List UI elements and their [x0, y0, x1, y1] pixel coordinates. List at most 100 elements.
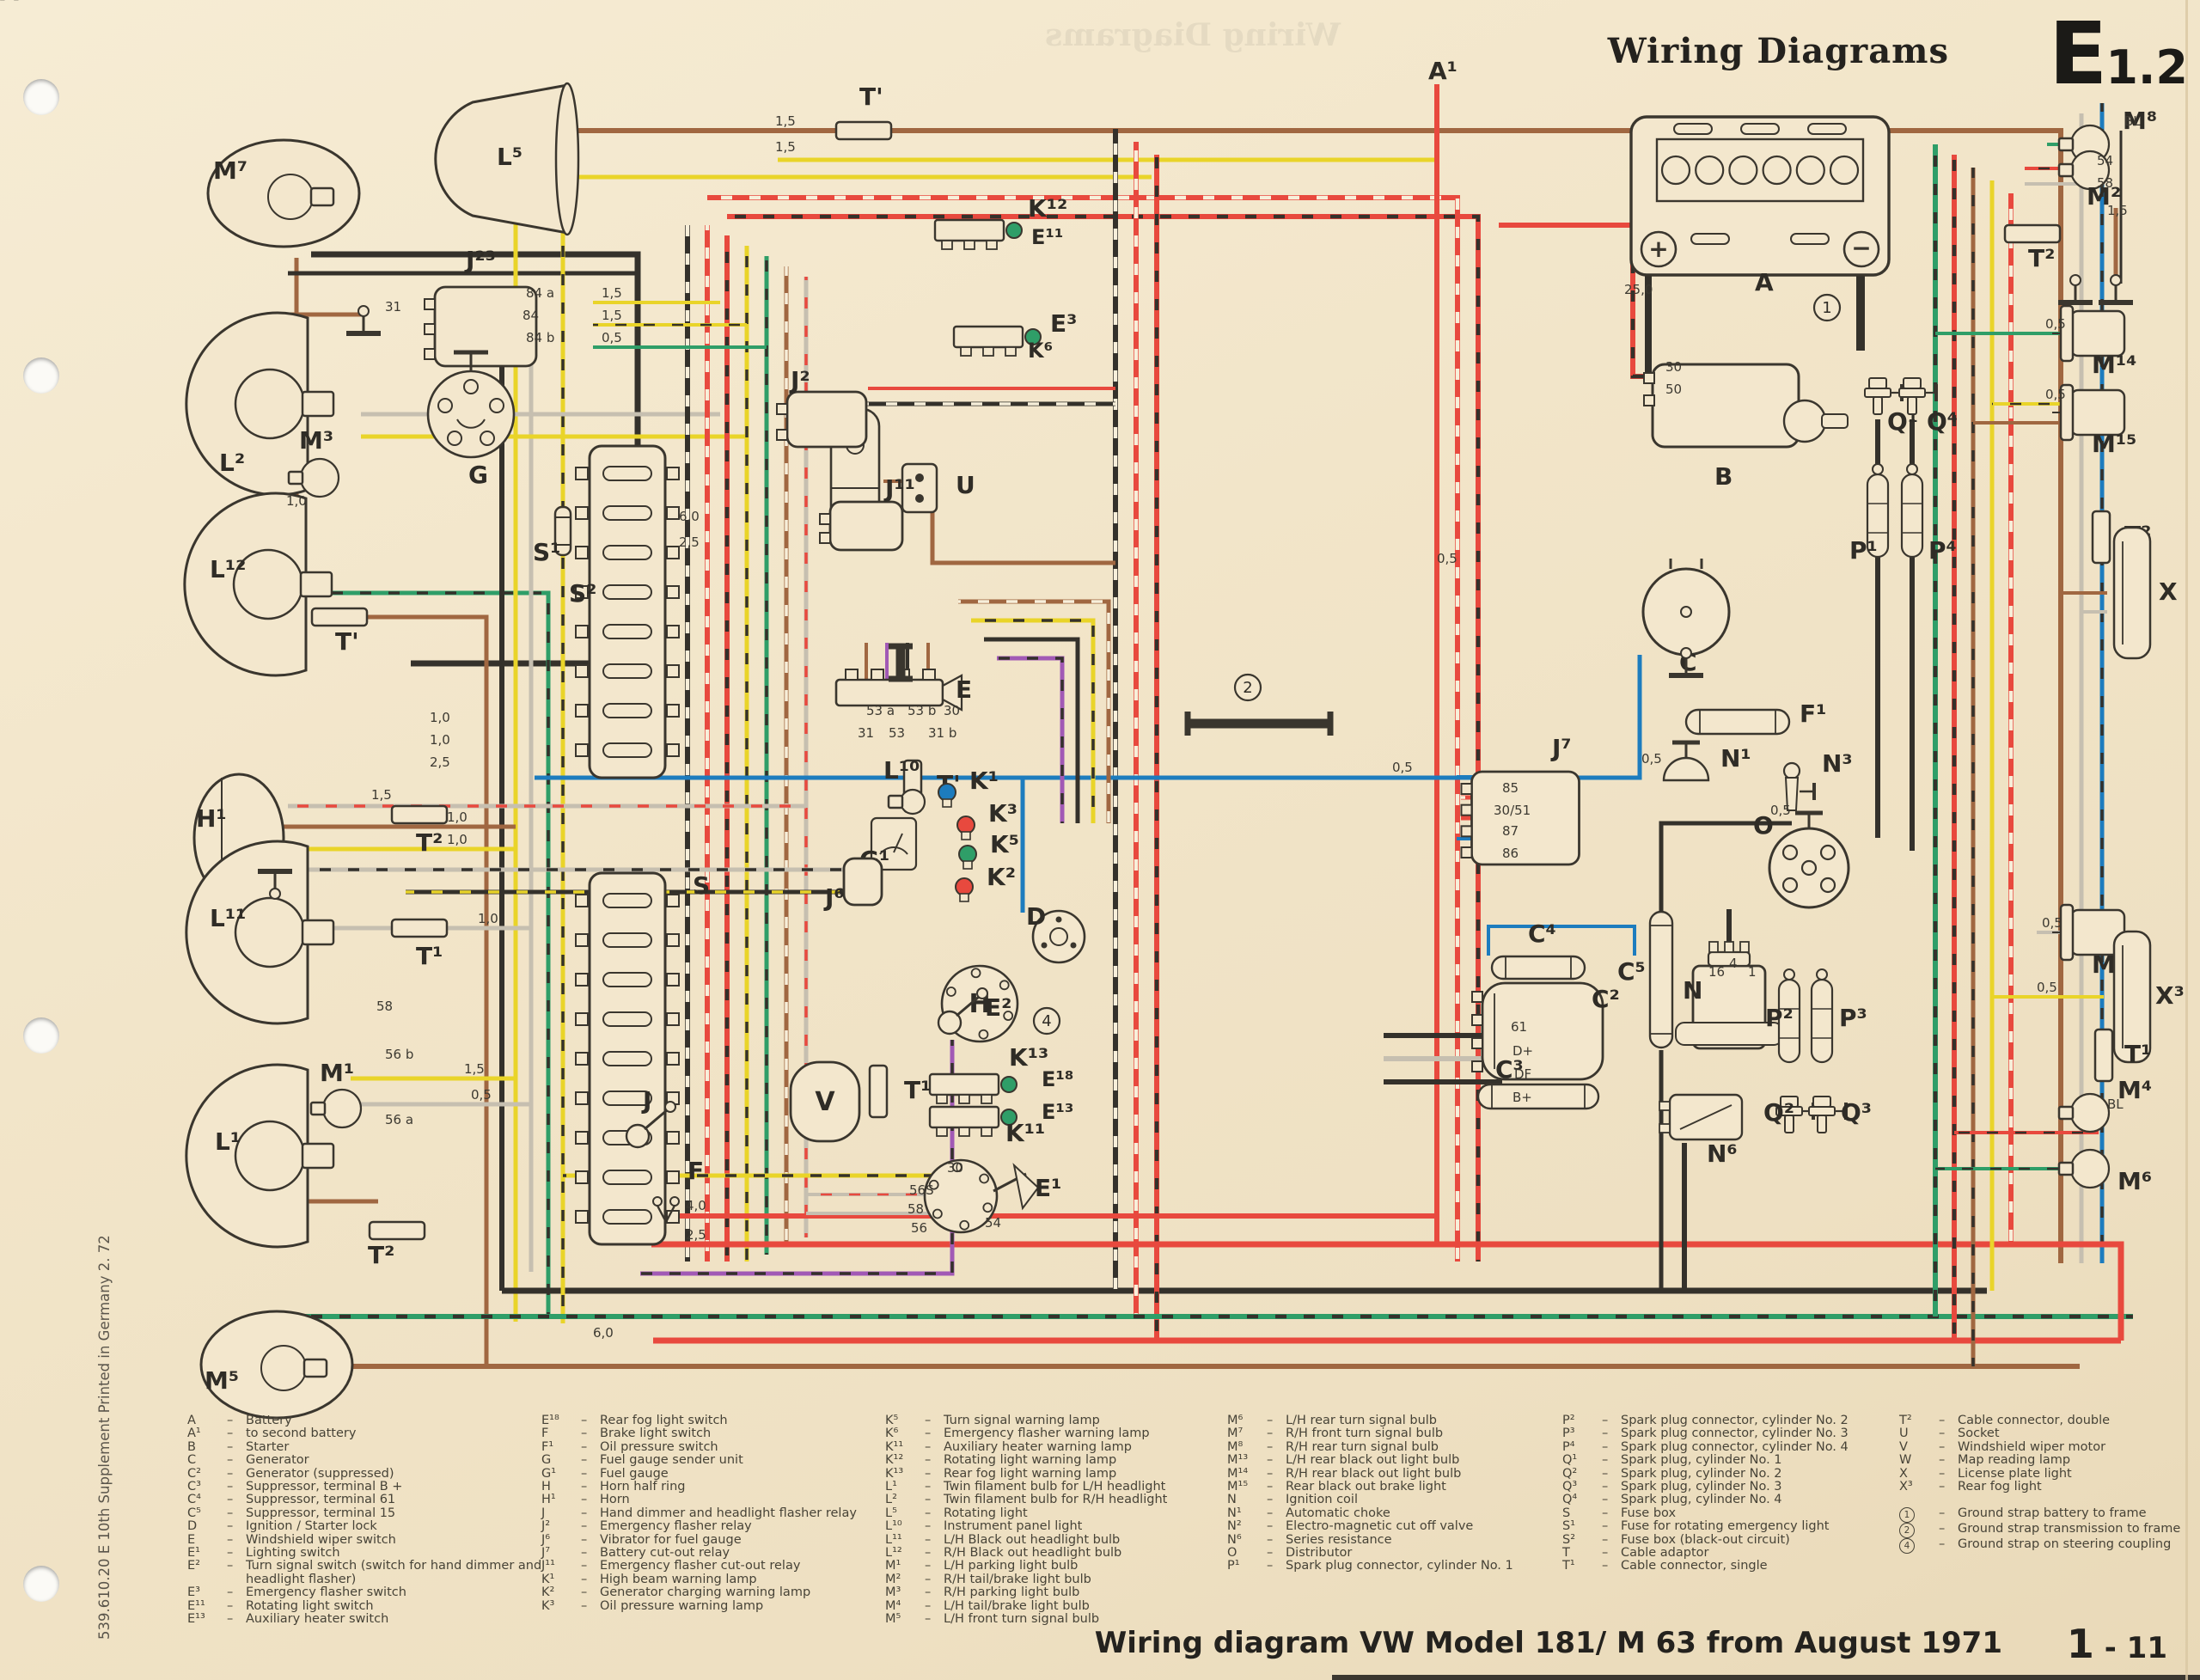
page-number: 1 - 11 — [2067, 1621, 2167, 1667]
svg-text:56 a: 56 a — [385, 1112, 413, 1127]
legend-entry: P²–Spark plug connector, cylinder No. 2 — [1562, 1414, 1849, 1427]
svg-text:56: 56 — [911, 1220, 927, 1236]
page-number-chapter: 1 — [2066, 1621, 2094, 1667]
legend-entry: N–Ignition coil — [1227, 1493, 1358, 1507]
page-title: Wiring Diagrams — [1607, 31, 1949, 71]
legend-entry: L¹²–R/H Black out headlight bulb — [885, 1546, 1122, 1561]
legend-entry: W–Map reading lamp — [1899, 1453, 2071, 1468]
legend-entry: J¹¹–Emergency flasher cut-out relay — [541, 1559, 801, 1573]
svg-text:N¹: N¹ — [1720, 744, 1751, 773]
svg-text:1,0: 1,0 — [447, 809, 468, 825]
svg-text:J⁶: J⁶ — [823, 883, 845, 912]
svg-text:L⁵: L⁵ — [497, 143, 522, 171]
svg-text:J¹¹: J¹¹ — [883, 474, 915, 503]
legend-entry: C⁴–Suppressor, terminal 61 — [187, 1493, 396, 1507]
legend-entry: J²–Emergency flasher relay — [541, 1519, 752, 1534]
svg-text:U: U — [956, 471, 975, 499]
legend-entry: N⁶–Series resistance — [1227, 1532, 1392, 1547]
legend-entry: P⁴–Spark plug connector, cylinder No. 4 — [1562, 1439, 1849, 1454]
legend-entry: K⁶–Emergency flasher warning lamp — [885, 1426, 1150, 1441]
svg-text:30/51: 30/51 — [1494, 803, 1531, 818]
legend-entry: F–Brake light switch — [541, 1426, 712, 1441]
svg-text:54: 54 — [2097, 153, 2113, 168]
svg-text:2: 2 — [1243, 679, 1252, 697]
legend-entry: T¹–Cable connector, single — [1562, 1559, 1768, 1573]
legend-entry: 1–Ground strap battery to frame — [1899, 1507, 2200, 1524]
legend-entry: G–Fuel gauge sender unit — [541, 1453, 743, 1468]
legend-entry: C³–Suppressor, terminal B + — [187, 1480, 403, 1494]
legend-entry: J–Hand dimmer and headlight flasher rela… — [541, 1506, 857, 1520]
svg-text:Q³: Q³ — [1841, 1098, 1872, 1127]
svg-text:1,5: 1,5 — [2107, 203, 2128, 218]
legend-entry: C–Generator — [187, 1453, 309, 1468]
svg-text:M⁷: M⁷ — [213, 156, 248, 185]
svg-text:1,0: 1,0 — [447, 832, 468, 847]
legend-entry: K¹²–Rotating light warning lamp — [885, 1453, 1117, 1468]
svg-text:T': T' — [335, 627, 359, 656]
print-reference-note: 539.610.20 E 10th Supplement Printed in … — [96, 1235, 113, 1640]
svg-text:C⁵: C⁵ — [1617, 957, 1646, 986]
svg-text:J⁷: J⁷ — [1550, 734, 1572, 762]
svg-text:0,5: 0,5 — [1392, 760, 1413, 775]
svg-text:P²: P² — [1765, 1004, 1794, 1032]
svg-text:0,5: 0,5 — [1437, 551, 1458, 566]
svg-text:61: 61 — [1511, 1019, 1527, 1035]
svg-text:6,0: 6,0 — [679, 509, 700, 524]
svg-text:A: A — [1755, 268, 1774, 296]
svg-text:E¹: E¹ — [1035, 1174, 1061, 1202]
svg-text:+: + — [1648, 235, 1668, 263]
svg-text:4: 4 — [1042, 1012, 1051, 1030]
svg-text:E¹⁸: E¹⁸ — [1042, 1067, 1073, 1091]
svg-text:K¹²: K¹² — [1028, 194, 1067, 223]
svg-text:M⁴: M⁴ — [2118, 1076, 2152, 1104]
svg-text:P⁴: P⁴ — [1928, 536, 1957, 565]
svg-text:1: 1 — [1748, 964, 1757, 980]
svg-text:A¹: A¹ — [1428, 57, 1458, 85]
svg-text:2,5: 2,5 — [679, 535, 700, 550]
svg-text:K³: K³ — [988, 799, 1018, 828]
svg-text:58: 58 — [908, 1201, 924, 1217]
svg-text:C³: C³ — [1495, 1055, 1524, 1084]
legend-entry: S²–Fuse box (black-out circuit) — [1562, 1532, 1790, 1547]
svg-text:T²: T² — [416, 828, 443, 857]
legend-entry: M⁴–L/H tail/brake light bulb — [885, 1598, 1090, 1613]
legend-entry: A¹–to second battery — [187, 1426, 357, 1441]
legend-entry: L²–Twin filament bulb for R/H headlight — [885, 1493, 1168, 1507]
svg-text:D: D — [1026, 902, 1046, 931]
svg-text:Q²: Q² — [1763, 1098, 1794, 1127]
svg-text:4,0: 4,0 — [686, 1198, 706, 1213]
svg-text:31: 31 — [385, 299, 401, 315]
legend-entry: 2–Ground strap transmission to frame — [1899, 1523, 2200, 1539]
page-number-rest: - 11 — [2093, 1631, 2167, 1665]
legend-entry: X³–Rear fog light — [1899, 1480, 2042, 1494]
section-tab-letter: E — [2049, 3, 2107, 104]
legend-entry: M⁶–L/H rear turn signal bulb — [1227, 1414, 1438, 1427]
legend-entry: E¹³–Auxiliary heater switch — [187, 1612, 389, 1627]
legend-entry: 4–Ground strap on steering coupling — [1899, 1538, 2200, 1555]
legend-entry: M⁸–R/H rear turn signal bulb — [1227, 1439, 1439, 1454]
svg-text:DF: DF — [1514, 1066, 1531, 1082]
svg-text:2,5: 2,5 — [686, 1227, 706, 1243]
svg-text:6,0: 6,0 — [593, 1325, 614, 1341]
svg-text:K¹³: K¹³ — [1009, 1043, 1048, 1072]
svg-text:30: 30 — [1665, 359, 1682, 375]
svg-text:N⁶: N⁶ — [1707, 1139, 1738, 1168]
svg-text:1,5: 1,5 — [464, 1061, 485, 1077]
legend-entry: M¹⁵–Rear black out brake light — [1227, 1480, 1446, 1494]
legend-entry: T²–Cable connector, double — [1899, 1414, 2111, 1427]
svg-text:N³: N³ — [1822, 749, 1853, 778]
svg-text:0,5: 0,5 — [1770, 803, 1791, 818]
legend-entry: Q³–Spark plug, cylinder No. 3 — [1562, 1480, 1782, 1494]
svg-text:L¹⁰: L¹⁰ — [883, 756, 920, 785]
svg-text:BL: BL — [2107, 1097, 2124, 1112]
svg-text:L¹²: L¹² — [210, 555, 246, 583]
legend-entry: Q²–Spark plug, cylinder No. 2 — [1562, 1466, 1782, 1481]
svg-text:T²: T² — [2028, 244, 2055, 272]
svg-text:L¹: L¹ — [215, 1127, 241, 1156]
